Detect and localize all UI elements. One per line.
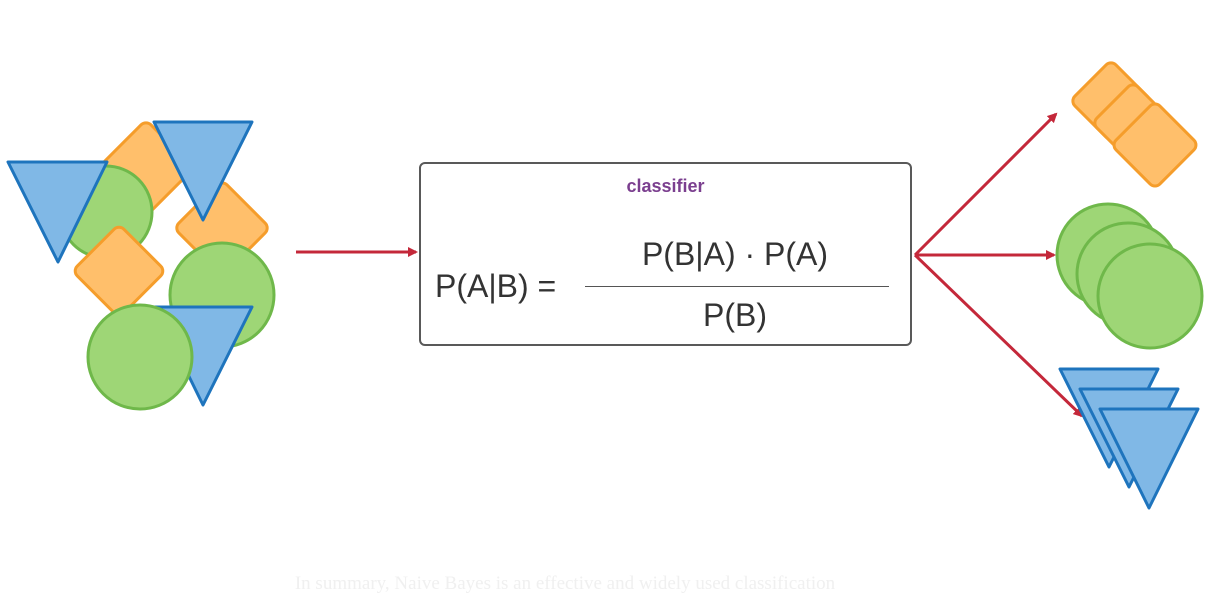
output-arrows xyxy=(913,112,1084,418)
blue-triangle-shape xyxy=(152,120,254,222)
output-circles xyxy=(1055,202,1204,350)
green-circle-shape xyxy=(86,303,194,411)
output-arrow-squares xyxy=(913,112,1058,257)
output-arrow-triangles xyxy=(913,253,1084,418)
classifier-box: classifier P(A|B) = P(B|A) · P(A) P(B) xyxy=(419,162,912,346)
orange-square-shape xyxy=(1112,102,1198,188)
caption-text: In summary, Naive Bayes is an effective … xyxy=(294,573,836,594)
formula-denominator: P(B) xyxy=(703,297,767,333)
classifier-label: classifier xyxy=(626,176,705,196)
output-triangles xyxy=(1058,367,1200,510)
orange-square-shape xyxy=(73,225,165,317)
input-shapes xyxy=(6,120,276,411)
formula-lhs: P(A|B) = xyxy=(435,268,557,304)
output-squares xyxy=(1071,61,1198,188)
blue-triangle-shape xyxy=(1098,407,1200,510)
green-circle-shape xyxy=(1096,242,1204,350)
blue-triangle-shape xyxy=(6,160,109,264)
fraction-bar xyxy=(585,286,889,287)
formula-numerator: P(B|A) · P(A) xyxy=(641,236,829,272)
